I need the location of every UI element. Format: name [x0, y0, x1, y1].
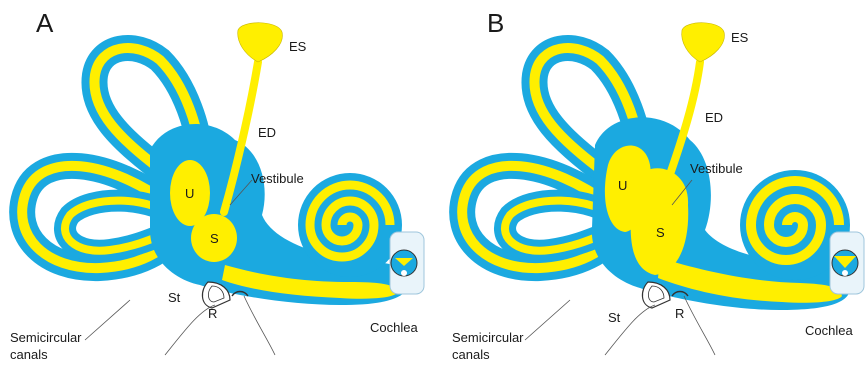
ed-label-b: ED — [705, 110, 723, 125]
round-window-label-b: R — [675, 306, 684, 321]
semicircular-label-a: Semicircular — [10, 330, 82, 345]
semicircular-leader-b — [525, 300, 570, 340]
saccule-label-a: S — [210, 231, 219, 246]
canals-label-a: canals — [10, 347, 48, 362]
ed-label-a: ED — [258, 125, 276, 140]
semicircular-leader-a — [85, 300, 130, 340]
es-label-b: ES — [731, 30, 749, 45]
panel-label-a: A — [36, 8, 54, 38]
canals-label-b: canals — [452, 347, 490, 362]
stapes-label-a: St — [168, 290, 181, 305]
cochlea-spiral-a — [298, 173, 402, 277]
cochlea-cross-section-b — [830, 232, 864, 294]
utricle-label-a: U — [185, 186, 194, 201]
round-window-a — [232, 292, 275, 356]
panel-a: A ES ED Vestibule U S St R Cochlea Semic… — [10, 8, 424, 362]
endolymphatic-sac-a — [238, 23, 283, 62]
es-label-a: ES — [289, 39, 307, 54]
saccule-label-b: S — [656, 225, 665, 240]
round-window-label-a: R — [208, 306, 217, 321]
vestibule-label-b: Vestibule — [690, 161, 743, 176]
stapes-label-b: St — [608, 310, 621, 325]
cochlea-cross-section-a — [390, 232, 424, 294]
panel-label-b: B — [487, 8, 504, 38]
semicircular-label-b: Semicircular — [452, 330, 524, 345]
cochlea-label-b: Cochlea — [805, 323, 853, 338]
cochlea-label-a: Cochlea — [370, 320, 418, 335]
endolymphatic-sac-b — [682, 23, 725, 62]
vestibule-label-a: Vestibule — [251, 171, 304, 186]
utricle-label-b: U — [618, 178, 627, 193]
panel-b: B ES ED Vestibule U S St R Cochlea Semic… — [452, 8, 864, 362]
